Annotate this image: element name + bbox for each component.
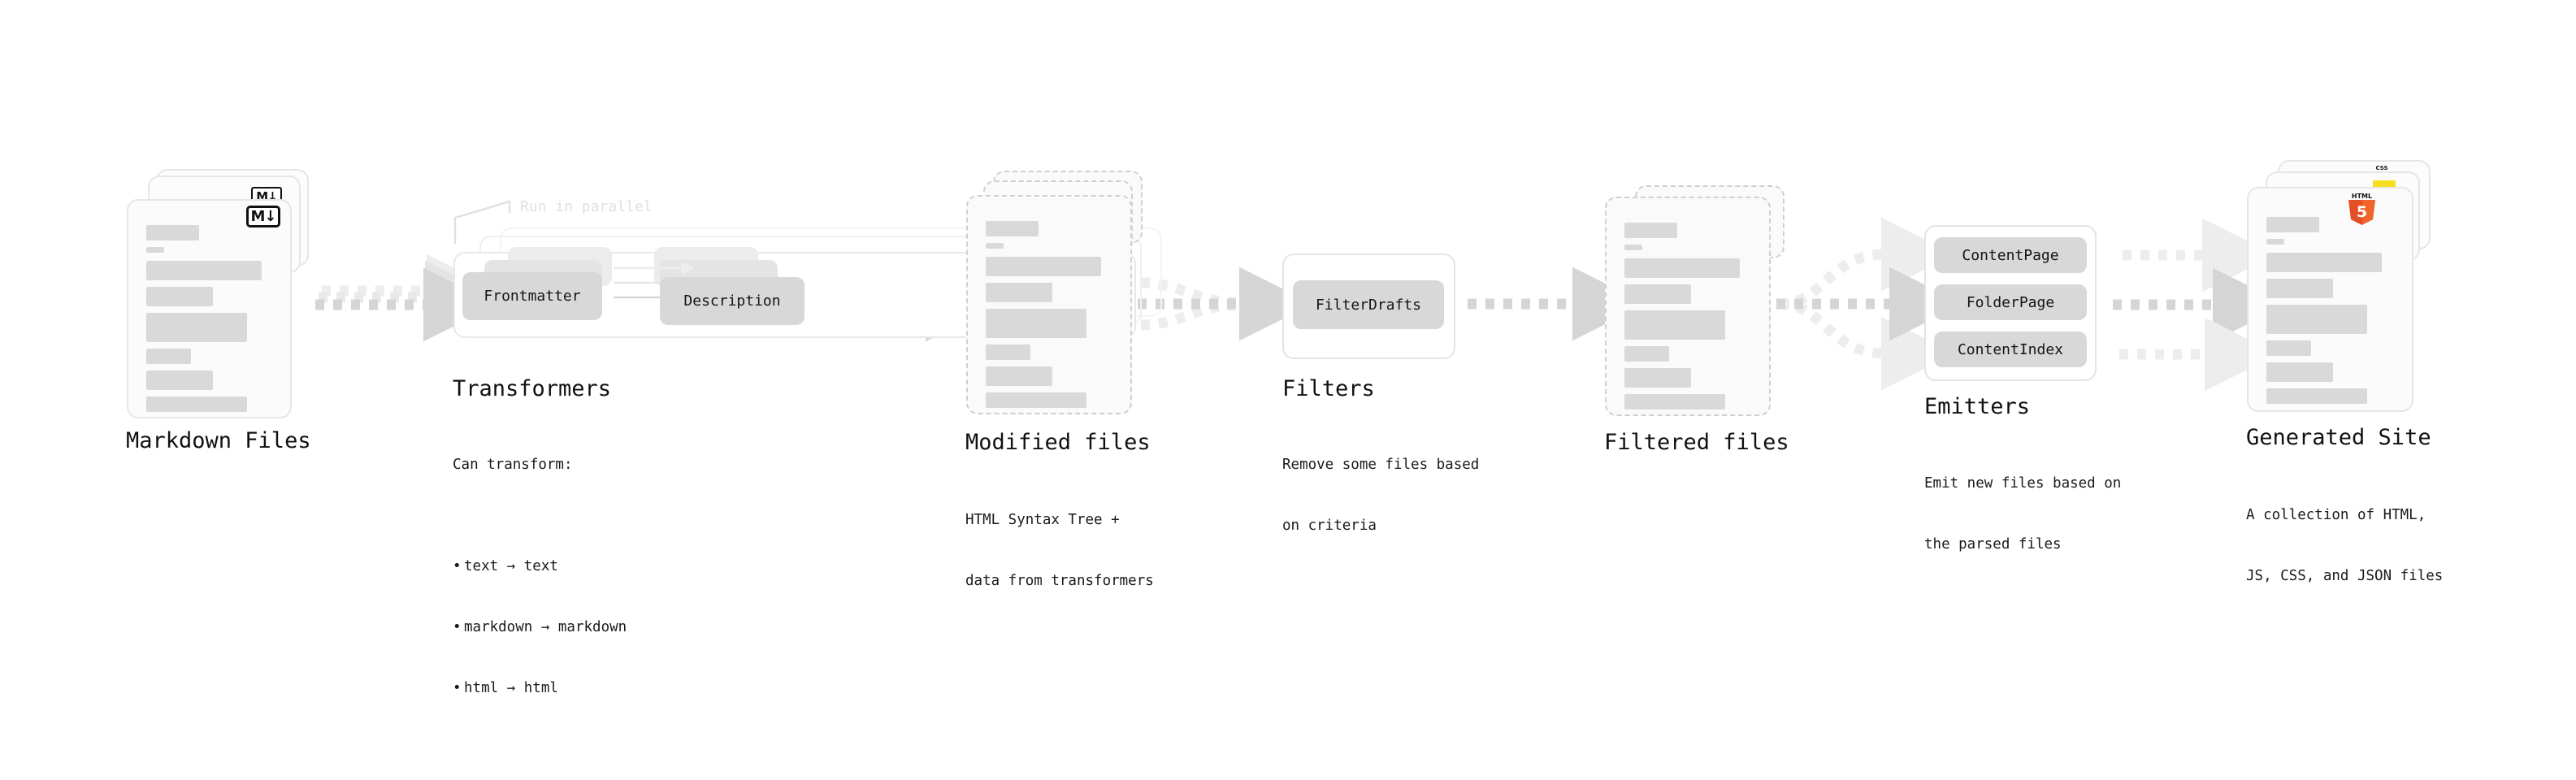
- run-in-parallel-annotation: Run in parallel: [520, 198, 653, 215]
- transformer-chip-description[interactable]: Description: [660, 277, 804, 325]
- content-bar: [146, 396, 247, 412]
- content-bar: [146, 225, 199, 240]
- content-bar: [986, 257, 1101, 276]
- content-bar: [2266, 340, 2311, 356]
- css3-badge-text: CSS: [2375, 165, 2388, 171]
- filter-chip-filterdrafts[interactable]: FilterDrafts: [1293, 280, 1444, 329]
- transformers-bullets: text → text markdown → markdown html → h…: [453, 516, 627, 739]
- transformers-bullet: html → html: [453, 678, 627, 699]
- content-bar: [146, 370, 213, 390]
- filtered-card-front: [1605, 197, 1771, 416]
- content-bar: [986, 392, 1086, 408]
- emitter-chip-folderpage[interactable]: FolderPage: [1934, 284, 2087, 320]
- content-bar: [2266, 279, 2333, 298]
- content-bar: [1624, 223, 1677, 238]
- transformers-bullet: markdown → markdown: [453, 618, 627, 638]
- emitter-chip-folderpage-label: FolderPage: [1966, 293, 2055, 311]
- modified-card-front: [966, 195, 1132, 414]
- generated-site-desc-line: A collection of HTML,: [2246, 507, 2426, 523]
- content-bar: [2266, 217, 2319, 232]
- content-bar: [1624, 346, 1669, 362]
- content-bar: [986, 283, 1052, 302]
- markdown-badge-front[interactable]: M↓: [246, 206, 280, 228]
- arrow-filtered-to-emitters: [1776, 217, 1963, 391]
- emitter-chip-contentindex-label: ContentIndex: [1957, 340, 2064, 358]
- content-bar: [2266, 388, 2367, 404]
- pipeline-diagram: M↓ M↓ M↓ Markdown Files Frontmatter: [0, 0, 2576, 681]
- transformer-chip-frontmatter[interactable]: Frontmatter: [462, 272, 602, 320]
- content-bar: [1624, 245, 1642, 250]
- filters-desc-line: Remove some files based: [1282, 457, 1480, 473]
- arrow-emitters-to-site: [2113, 218, 2287, 392]
- content-bar: [1624, 368, 1691, 388]
- stage-label-transformers: Transformers: [453, 376, 612, 401]
- emitter-chip-contentpage[interactable]: ContentPage: [1934, 237, 2087, 273]
- content-bar: [2266, 239, 2284, 245]
- stage-label-filtered-files: Filtered files: [1604, 430, 1789, 455]
- generated-site-desc-line: JS, CSS, and JSON files: [2246, 568, 2444, 584]
- content-bar: [146, 349, 191, 364]
- content-bar: [986, 366, 1052, 386]
- arrow-markdown-to-transformers: [315, 254, 501, 342]
- stage-label-markdown-files: Markdown Files: [126, 428, 311, 453]
- content-bar: [986, 221, 1039, 236]
- stage-label-generated-site: Generated Site: [2246, 425, 2431, 450]
- content-bar: [146, 287, 213, 306]
- content-bar: [986, 309, 1086, 338]
- content-bar: [146, 313, 247, 342]
- generated-site-description: A collection of HTML, JS, CSS, and JSON …: [2246, 465, 2443, 627]
- html5-badge-five: 5: [2356, 203, 2368, 221]
- filters-description: Remove some files based on criteria: [1282, 414, 1479, 577]
- emitters-desc-line: the parsed files: [1924, 536, 2062, 552]
- content-bar: [986, 243, 1004, 249]
- filter-chip-filterdrafts-label: FilterDrafts: [1315, 296, 1422, 314]
- content-bar: [2266, 305, 2367, 334]
- stage-label-filters: Filters: [1282, 376, 1375, 401]
- modified-files-desc-line: HTML Syntax Tree +: [965, 512, 1120, 528]
- content-bar: [2266, 253, 2382, 272]
- markdown-badge-text: M↓: [250, 208, 277, 225]
- emitter-chip-contentpage-label: ContentPage: [1962, 246, 2059, 264]
- content-bar: [1624, 258, 1740, 278]
- emitters-description: Emit new files based on the parsed files: [1924, 433, 2121, 596]
- site-card-front-html: [2247, 187, 2413, 412]
- transformer-chip-description-label: Description: [683, 292, 781, 310]
- content-bar: [2266, 362, 2333, 382]
- content-bar: [146, 247, 164, 253]
- transformers-bullet: text → text: [453, 557, 627, 577]
- emitters-desc-line: Emit new files based on: [1924, 475, 2122, 492]
- markdown-card-front: [127, 199, 292, 418]
- transformer-chip-frontmatter-label: Frontmatter: [484, 288, 581, 305]
- content-bar: [1624, 394, 1725, 410]
- stage-label-emitters: Emitters: [1924, 394, 2031, 419]
- modified-files-description: HTML Syntax Tree + data from transformer…: [965, 470, 1154, 632]
- content-bar: [1624, 310, 1725, 340]
- filters-desc-line: on criteria: [1282, 518, 1377, 534]
- modified-files-desc-line: data from transformers: [965, 573, 1154, 589]
- emitter-chip-contentindex[interactable]: ContentIndex: [1934, 332, 2087, 367]
- content-bar: [146, 261, 262, 280]
- content-bar: [986, 344, 1030, 360]
- html5-badge-word: HTML: [2351, 193, 2373, 200]
- stage-label-modified-files: Modified files: [965, 430, 1151, 455]
- html5-badge: HTML 5: [2348, 193, 2375, 225]
- transformers-description: Can transform: text → text markdown → ma…: [453, 414, 627, 780]
- content-bar: [1624, 284, 1691, 304]
- transformers-description-lead: Can transform:: [453, 457, 573, 473]
